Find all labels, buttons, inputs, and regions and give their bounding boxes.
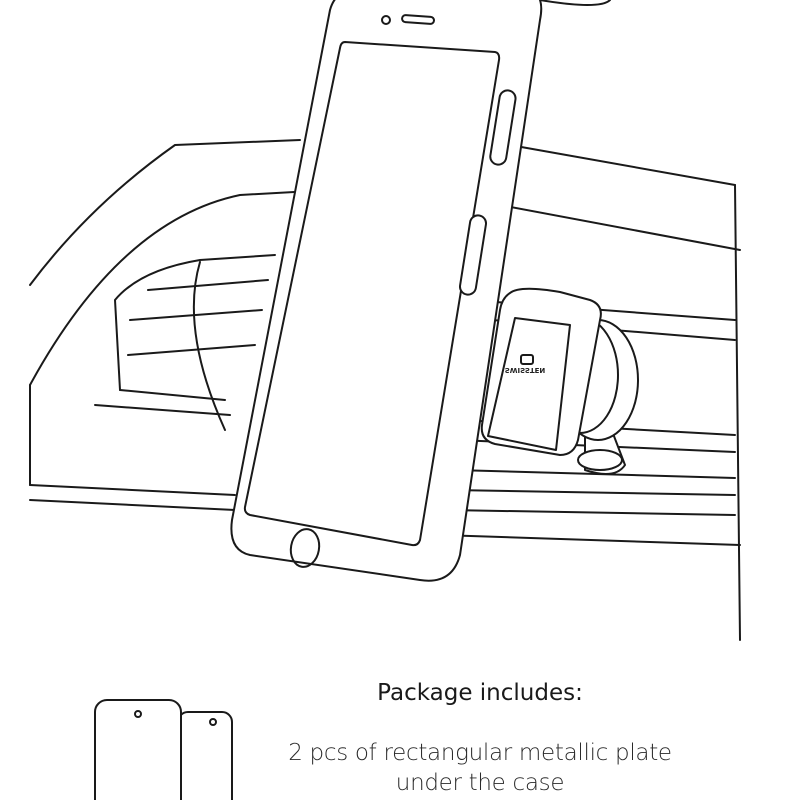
svg-text:SWISSTEN: SWISSTEN — [505, 366, 546, 374]
package-includes-heading: Package includes: — [377, 680, 583, 706]
metal-plates-icon — [94, 699, 233, 800]
package-description-line-1: 2 pcs of rectangular metallic plate — [288, 740, 672, 766]
package-description: 2 pcs of rectangular metallic plate unde… — [240, 738, 720, 798]
phone-drawing — [230, 0, 543, 582]
vent-holder: SWISSTEN — [480, 287, 639, 475]
package-description-line-2: under the case — [395, 770, 565, 796]
